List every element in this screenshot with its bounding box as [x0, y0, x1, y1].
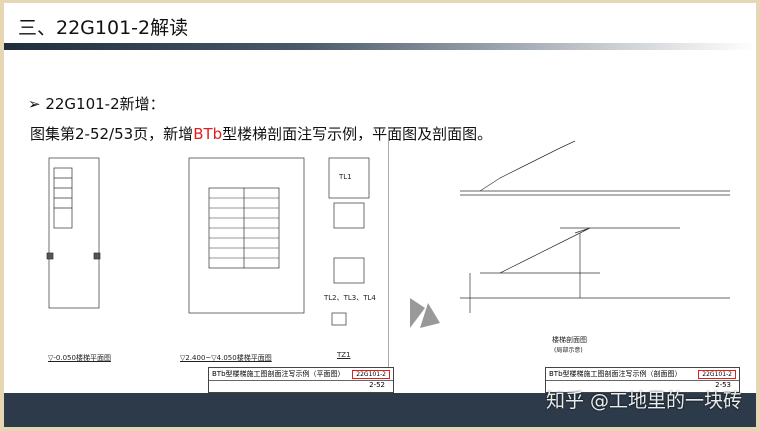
- plan2-caption: ▽2.400~▽4.050楼梯平面图: [180, 354, 272, 362]
- footer-bar: [4, 393, 756, 427]
- tl1-label: TL1: [339, 173, 352, 181]
- watermark: 知乎 @工地里的一块砖: [545, 390, 742, 412]
- section-caption: 楼梯剖面图: [552, 336, 587, 344]
- bullet-heading: ➢ 22G101-2新增：: [28, 95, 165, 113]
- atlas-code: 22G101-2: [352, 369, 390, 379]
- description: 图集第2-52/53页，新增BTb型楼梯剖面注写示例，平面图及剖面图。: [30, 125, 493, 143]
- tz1-label: TZ1: [337, 351, 351, 359]
- slide: 三、22G101-2解读 ➢ 22G101-2新增： 图集第2-52/53页，新…: [4, 3, 756, 393]
- atlas-code: 22G101-2: [698, 369, 736, 379]
- tl234-label: TL2、TL3、TL4: [324, 294, 376, 302]
- title-divider: [4, 43, 756, 50]
- arrow-bullet-icon: ➢: [28, 95, 46, 113]
- section-note: (局部示意): [554, 347, 583, 354]
- drawing-section: [410, 140, 730, 328]
- page-title: 三、22G101-2解读: [18, 17, 189, 39]
- plan1-caption: ▽-0.050楼梯平面图: [48, 354, 111, 362]
- titleblock-right: BTb型楼梯施工图剖面注写示例（剖面图）22G101-2 2-53: [545, 367, 740, 393]
- titleblock-left: BTb型楼梯施工图剖面注写示例（平面图）22G101-2 2-52: [208, 367, 394, 393]
- drawing-plans: [46, 157, 370, 326]
- separator: [388, 133, 389, 368]
